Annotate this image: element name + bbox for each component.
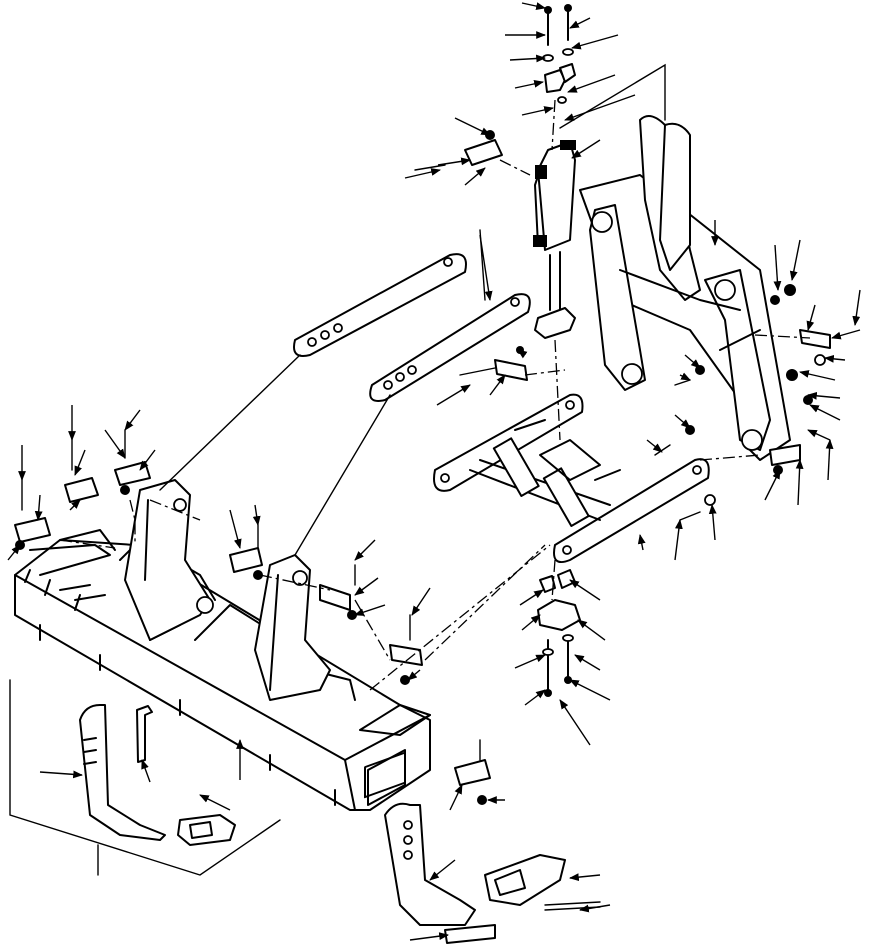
upper-link-plates bbox=[293, 253, 531, 402]
callout-leader-arrow bbox=[637, 534, 646, 551]
callout-leader-arrow bbox=[524, 689, 546, 706]
callout-leader-arrow bbox=[354, 604, 386, 616]
callout-leader-arrow bbox=[411, 587, 431, 616]
callout-leader-arrow bbox=[571, 34, 619, 50]
callout-leader-arrow bbox=[684, 354, 701, 369]
callout-leader-arrow bbox=[514, 80, 544, 89]
callout-leader-arrow bbox=[674, 414, 691, 429]
callout-leader-arrow bbox=[514, 654, 546, 669]
callout-leader-arrow bbox=[409, 932, 449, 941]
callout-leader-arrow bbox=[569, 679, 611, 701]
hydraulic-cylinder bbox=[533, 140, 576, 339]
callout-leader-arrow bbox=[807, 429, 831, 441]
callout-leader-arrow bbox=[564, 94, 636, 121]
pins-hardware bbox=[14, 130, 831, 944]
callout-leader-arrow bbox=[479, 234, 493, 301]
group-bracket bbox=[9, 679, 281, 876]
callout-leader-arrow bbox=[141, 759, 151, 783]
callout-leader-arrow bbox=[795, 459, 804, 506]
callout-leader-arrow bbox=[852, 289, 861, 326]
top-clevis-parts bbox=[542, 4, 576, 104]
rear-mast-assembly bbox=[579, 115, 791, 461]
callout-leader-arrow bbox=[646, 439, 663, 453]
callout-leader-arrow bbox=[764, 469, 781, 501]
callout-leader-arrow bbox=[579, 904, 611, 913]
callout-leader-arrow bbox=[252, 504, 261, 526]
callout-leader-arrow bbox=[577, 619, 606, 641]
callout-leader-arrow bbox=[521, 106, 554, 116]
callout-leader-arrow bbox=[454, 117, 491, 136]
callout-leader-arrow bbox=[571, 139, 601, 159]
callout-leader-arrow bbox=[437, 157, 471, 166]
callout-leader-arrow bbox=[806, 304, 816, 331]
callout-leader-arrow bbox=[789, 239, 801, 281]
callout-leader-arrow bbox=[509, 54, 546, 63]
callout-leader-arrow bbox=[139, 449, 156, 471]
callout-leader-arrow bbox=[831, 329, 861, 340]
callout-leader-arrow bbox=[679, 372, 691, 381]
callout-leader-arrow bbox=[69, 499, 81, 511]
callout-leader-arrow bbox=[519, 589, 544, 606]
callout-leader-arrow bbox=[574, 654, 601, 671]
ripper-shank-left bbox=[79, 704, 166, 841]
callout-leader-arrow bbox=[229, 509, 242, 549]
callout-leader-arrow bbox=[124, 409, 141, 431]
callout-leader-arrow bbox=[489, 374, 506, 396]
left-mount-bracket bbox=[124, 479, 214, 641]
callout-leader-arrow bbox=[436, 384, 471, 406]
bottom-clevis-parts bbox=[537, 569, 581, 697]
callout-leader-arrow bbox=[569, 17, 591, 29]
callout-leader-arrow bbox=[807, 391, 841, 400]
callout-leader-arrow bbox=[407, 669, 421, 681]
assembly-leader-lines bbox=[159, 63, 666, 556]
callout-leader-arrow bbox=[429, 859, 456, 881]
callout-leader-arrow bbox=[708, 504, 717, 541]
ripper-tooth-right bbox=[484, 854, 566, 906]
callout-leader-arrow bbox=[809, 404, 841, 421]
ripper-shank-right bbox=[384, 802, 476, 926]
callout-leader-arrow bbox=[404, 168, 441, 179]
callout-leader-arrow bbox=[569, 873, 601, 882]
callout-leader-arrow bbox=[674, 519, 683, 561]
callout-leader-arrow bbox=[7, 544, 21, 561]
callout-leader-arrow bbox=[517, 349, 528, 359]
callout-leader-arrow bbox=[74, 449, 86, 476]
callout-leader-arrow bbox=[354, 577, 379, 596]
callout-leader-arrow bbox=[567, 74, 616, 93]
lower-link-assembly bbox=[433, 393, 710, 564]
callout-leader-arrow bbox=[773, 244, 782, 291]
callout-leader-arrow bbox=[199, 794, 231, 811]
assembly-centerlines bbox=[59, 99, 811, 691]
ripper-tooth-left bbox=[177, 814, 236, 846]
callout-leader-arrow bbox=[464, 167, 486, 186]
callout-leader-arrow bbox=[104, 429, 126, 459]
callout-leader-arrow bbox=[824, 354, 846, 363]
callout-leader-arrow bbox=[799, 370, 836, 381]
callout-leader-arrow bbox=[354, 539, 376, 561]
callout-leader-arrow bbox=[449, 784, 463, 811]
center-mount-bracket bbox=[254, 554, 331, 701]
callout-leader-arrow bbox=[521, 614, 541, 631]
callout-leader-arrow bbox=[521, 2, 546, 10]
toolbar-beam bbox=[14, 529, 431, 811]
callout-leader-arrow bbox=[34, 494, 43, 521]
callout-leader-arrow bbox=[825, 439, 834, 481]
callout-leader-arrow bbox=[569, 579, 601, 601]
callout-leaders bbox=[7, 2, 861, 941]
callout-leader-arrow bbox=[559, 699, 591, 746]
callout-leader-arrow bbox=[39, 770, 83, 779]
